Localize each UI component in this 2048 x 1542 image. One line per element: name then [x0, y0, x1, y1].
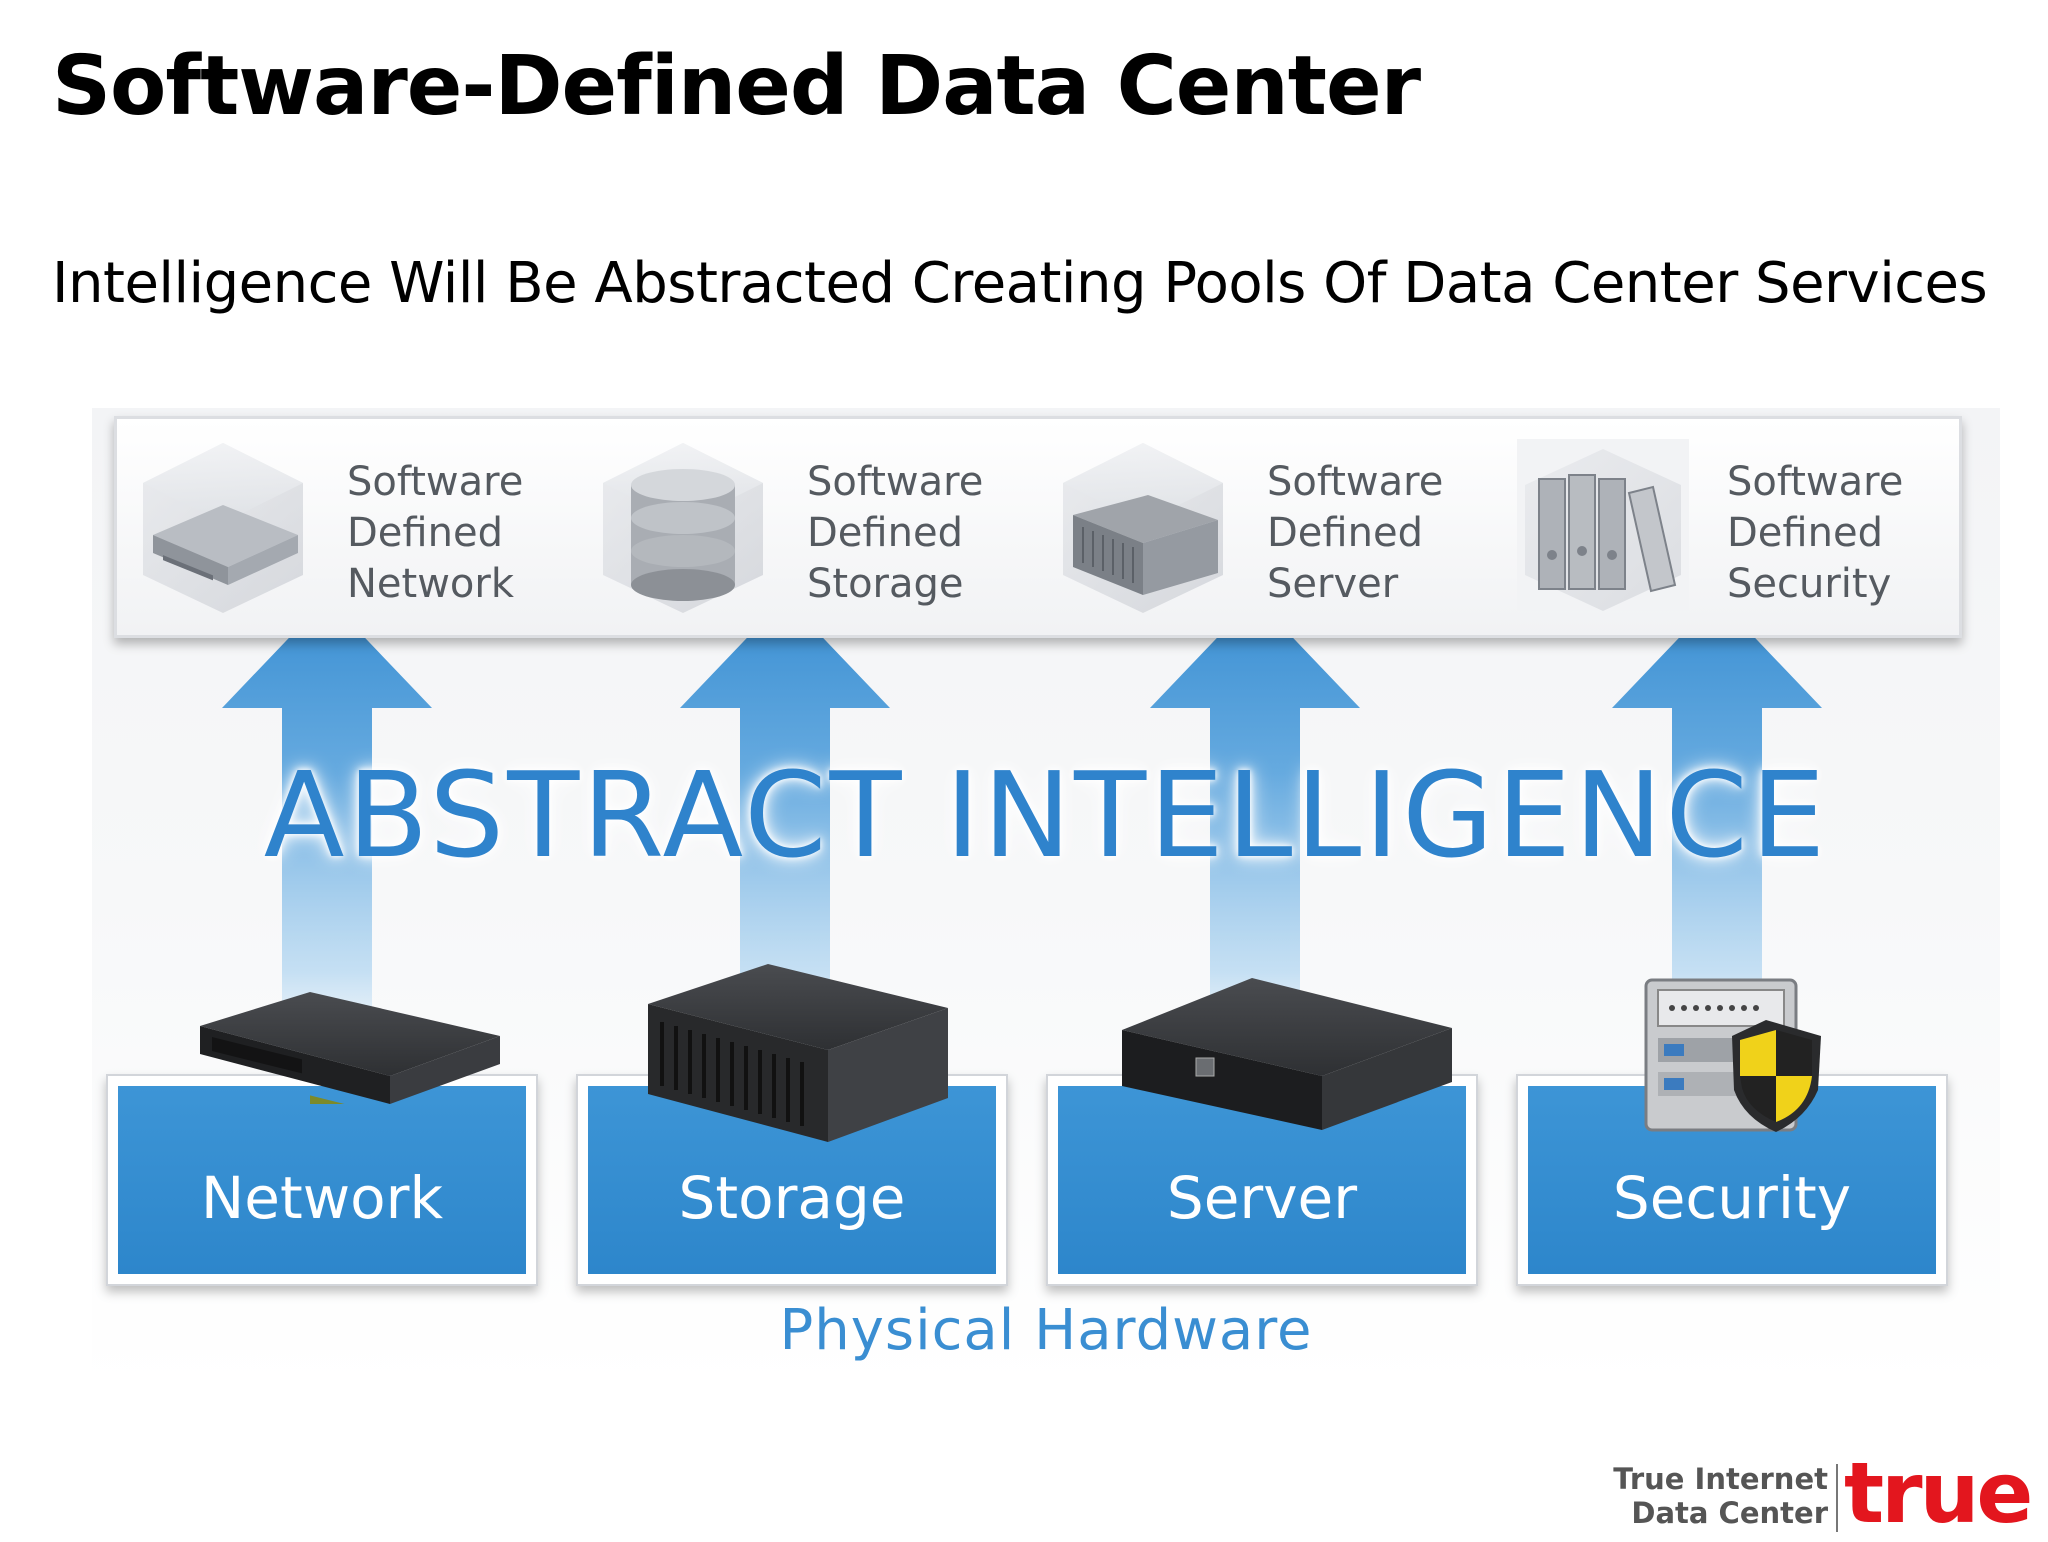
binders-icon	[1517, 439, 1689, 611]
software-label: Software	[807, 459, 984, 505]
security-shield-icon	[1644, 978, 1821, 1132]
logo-line-1: True Internet	[1613, 1462, 1828, 1496]
arrow-up-icon	[222, 598, 432, 1098]
defined-label: Defined	[1727, 510, 1883, 556]
service-label: Security	[1727, 561, 1892, 607]
server-icon	[1063, 443, 1223, 613]
storage-array-icon	[648, 964, 948, 1142]
network-switch-icon	[143, 443, 303, 613]
true-brand-logo: true	[1844, 1444, 2033, 1542]
hardware-network-box: Network	[106, 1074, 538, 1286]
software-label: Software	[1267, 459, 1444, 505]
software-label: Software	[347, 459, 524, 505]
true-idc-logo: True Internet Data Center true	[1600, 1444, 2033, 1542]
software-defined-layer: Software Defined Network Software Define…	[114, 416, 1962, 638]
service-label: Storage	[807, 561, 964, 607]
defined-label: Defined	[347, 510, 503, 556]
defined-label: Defined	[1267, 510, 1423, 556]
software-defined-server: Software Defined Server	[1037, 419, 1497, 635]
software-label: Software	[1727, 459, 1904, 505]
database-icon	[603, 443, 763, 613]
hardware-label: Server	[1166, 1164, 1358, 1232]
abstract-intelligence-label: ABSTRACT INTELLIGENCE	[263, 746, 1829, 884]
software-defined-network: Software Defined Network	[117, 419, 577, 635]
hardware-label: Storage	[678, 1164, 906, 1232]
physical-hardware-label: Physical Hardware	[779, 1298, 1313, 1363]
sddc-diagram: Software Defined Network Software Define…	[92, 408, 2000, 1388]
hardware-label: Network	[200, 1164, 444, 1232]
arrow-up-icon	[680, 598, 890, 1098]
network-switch-icon	[200, 992, 500, 1104]
hardware-label: Security	[1612, 1164, 1852, 1232]
arrow-up-icon	[1150, 598, 1360, 1098]
arrow-up-icon	[1612, 598, 1822, 1098]
defined-label: Defined	[807, 510, 963, 556]
server-icon	[1122, 978, 1452, 1130]
service-label: Server	[1267, 561, 1399, 607]
slide-title: Software-Defined Data Center	[52, 39, 1421, 134]
hardware-storage-box: Storage	[576, 1074, 1008, 1286]
logo-divider	[1836, 1464, 1838, 1532]
software-defined-storage: Software Defined Storage	[577, 419, 1037, 635]
logo-line-2: Data Center	[1631, 1496, 1828, 1530]
slide-subtitle: Intelligence Will Be Abstracted Creating…	[52, 251, 1988, 316]
service-label: Network	[347, 561, 515, 607]
software-defined-security: Software Defined Security	[1497, 419, 1957, 635]
